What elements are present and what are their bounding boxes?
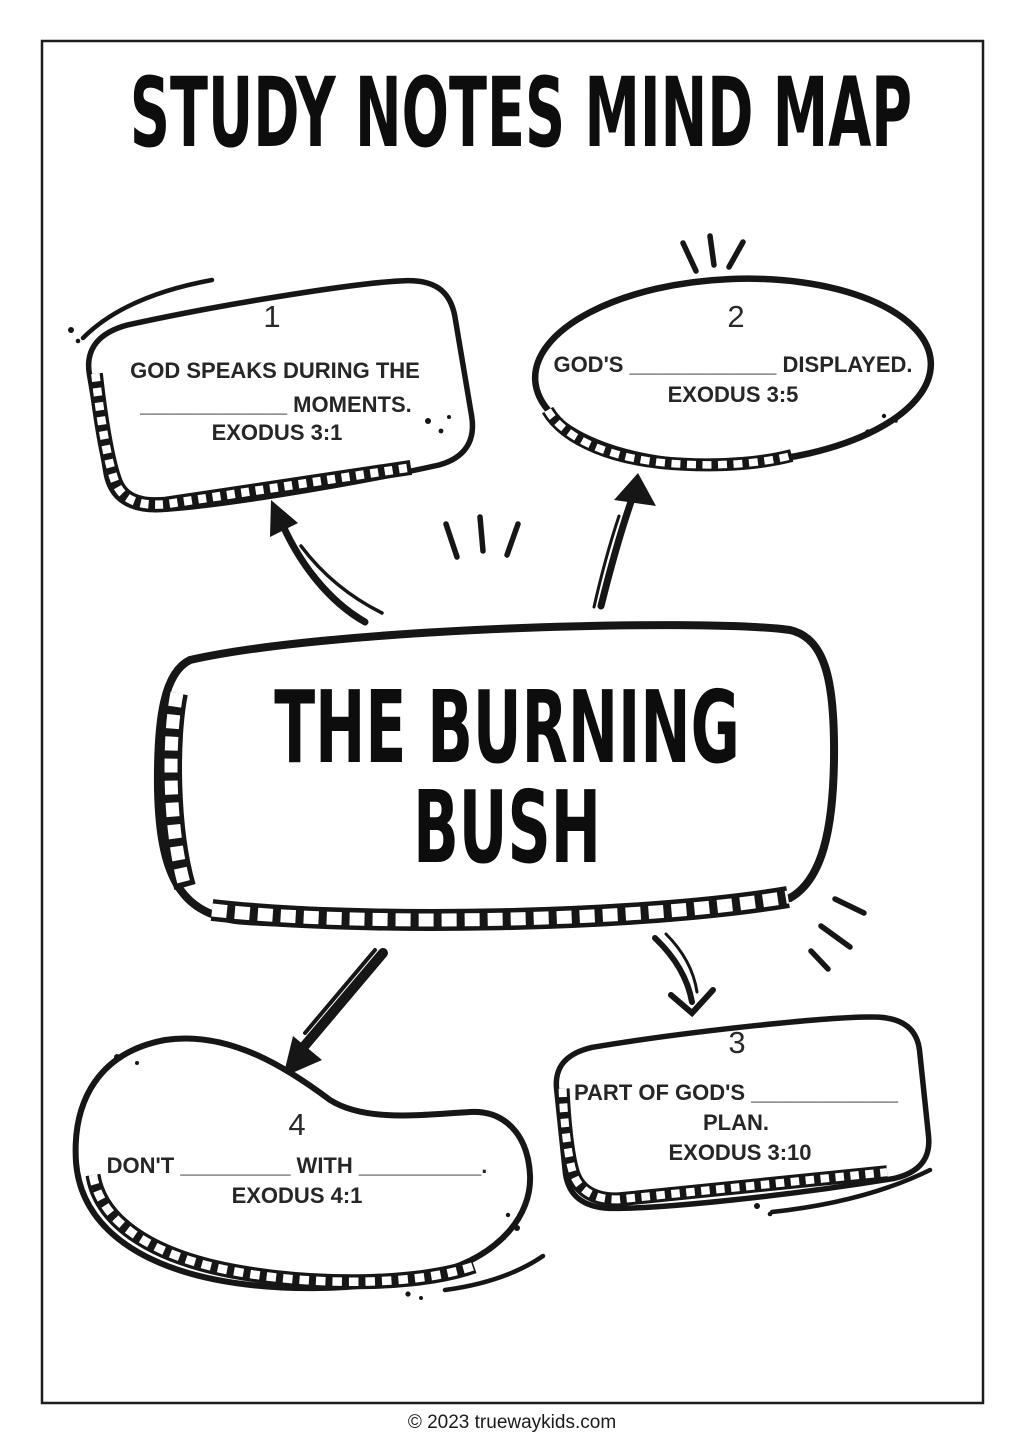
node-3-line-3: EXODUS 3:10 xyxy=(668,1140,811,1165)
node-2-line-1: GOD'S ____________ DISPLAYED. xyxy=(553,352,912,377)
node-3-ink-dot xyxy=(767,1211,773,1217)
arrow-to-node-2-echo xyxy=(592,514,621,609)
node-3-number: 3 xyxy=(728,1025,745,1060)
node-3-ink-dot xyxy=(754,1203,760,1209)
node-2-hatch-holes xyxy=(544,408,793,469)
arrow-to-node-1 xyxy=(274,510,369,626)
node-1-hatch-holes xyxy=(91,373,412,509)
node-4-line-2: EXODUS 4:1 xyxy=(232,1183,363,1208)
node-2-ink-dot xyxy=(865,429,871,435)
arrow-to-node-4 xyxy=(291,948,388,1061)
node-4-ink-dot xyxy=(405,1291,411,1297)
arrow-to-node-4-echo xyxy=(303,948,377,1035)
node-2-number: 2 xyxy=(727,299,744,334)
connector-arrows xyxy=(270,473,716,1077)
node-4-accent-stroke xyxy=(442,1253,546,1293)
node-4: 4 DON'T _________ WITH __________. EXODU… xyxy=(72,1035,546,1300)
node-4-ink-dot xyxy=(419,1296,423,1300)
node-4-ink-dot xyxy=(135,1061,139,1065)
arrow-to-node-3-head xyxy=(668,987,716,1018)
node-3-shape xyxy=(553,1014,932,1212)
node-2-ink-dot xyxy=(881,413,887,419)
node-4-ink-dot xyxy=(514,1225,520,1231)
node-2-ink-dot xyxy=(878,423,884,429)
page-title: STUDY NOTES MIND MAP xyxy=(130,57,912,170)
node-2-emphasis-mark xyxy=(726,239,746,270)
footer-credit: © 2023 truewaykids.com xyxy=(408,1412,616,1433)
node-1-accent-stroke xyxy=(80,277,215,341)
node-1-ink-dot xyxy=(447,415,451,419)
node-4-ink-dot xyxy=(505,1212,511,1218)
center-emphasis-mark xyxy=(477,514,486,554)
node-1-ink-dot xyxy=(438,428,444,434)
node-4-number: 4 xyxy=(288,1107,305,1142)
node-2-line-2: EXODUS 3:5 xyxy=(668,382,799,407)
arrow-to-node-2 xyxy=(597,484,640,610)
node-1-ink-dot xyxy=(75,338,81,344)
center-emphasis-mark xyxy=(818,923,853,950)
node-2-ink-dot xyxy=(894,419,898,423)
arrow-to-node-2-head xyxy=(614,473,656,506)
node-4-shape xyxy=(72,1035,534,1292)
node-3-line-1: PART OF GOD'S ____________ xyxy=(574,1080,899,1105)
center-node-label-line1: THE BURNING xyxy=(274,670,740,786)
arrow-to-node-4-head xyxy=(283,1036,322,1077)
node-2-emphasis-mark xyxy=(707,233,717,268)
node-3-line-2: PLAN. xyxy=(703,1110,769,1135)
node-4-ink-dot xyxy=(128,1048,134,1054)
arrow-to-node-1-head xyxy=(270,500,298,537)
center-node-hatch-holes-left xyxy=(164,691,192,889)
node-4-hatch-holes xyxy=(88,1174,476,1286)
node-1-line-2: ____________ MOMENTS. xyxy=(139,392,412,417)
center-node: THE BURNING BUSH xyxy=(153,514,867,972)
node-1-ink-dot xyxy=(425,418,431,424)
node-1-line-1: GOD SPEAKS DURING THE xyxy=(130,358,420,383)
arrow-to-node-1-echo xyxy=(299,544,384,615)
node-1-number: 1 xyxy=(263,299,280,334)
center-node-hatch-holes-bottom xyxy=(211,890,790,927)
node-1-ink-dot xyxy=(68,327,74,333)
node-1: 1 GOD SPEAKS DURING THE ____________ MOM… xyxy=(68,277,476,513)
center-node-label-line2: BUSH xyxy=(413,770,601,886)
node-4-ink-dot xyxy=(114,1054,120,1060)
node-4-line-1: DON'T _________ WITH __________. xyxy=(107,1153,488,1178)
node-4-ink-dot xyxy=(501,1235,507,1241)
center-emphasis-mark xyxy=(808,948,831,972)
node-3-hatch-holes xyxy=(558,1088,888,1204)
node-1-line-3: EXODUS 3:1 xyxy=(212,420,343,445)
center-emphasis-mark xyxy=(832,896,867,916)
node-2-emphasis-mark xyxy=(680,240,699,274)
node-3-accent-stroke xyxy=(769,1167,933,1215)
node-3: 3 PART OF GOD'S ____________ PLAN. EXODU… xyxy=(553,1014,933,1217)
node-2: 2 GOD'S ____________ DISPLAYED. EXODUS 3… xyxy=(531,233,935,472)
center-emphasis-mark xyxy=(504,521,521,558)
arrow-to-node-3-echo xyxy=(664,932,699,994)
center-node-shape xyxy=(153,621,839,928)
page-border xyxy=(40,39,985,1405)
center-emphasis-mark xyxy=(443,521,460,560)
arrow-to-node-3 xyxy=(652,935,695,1005)
